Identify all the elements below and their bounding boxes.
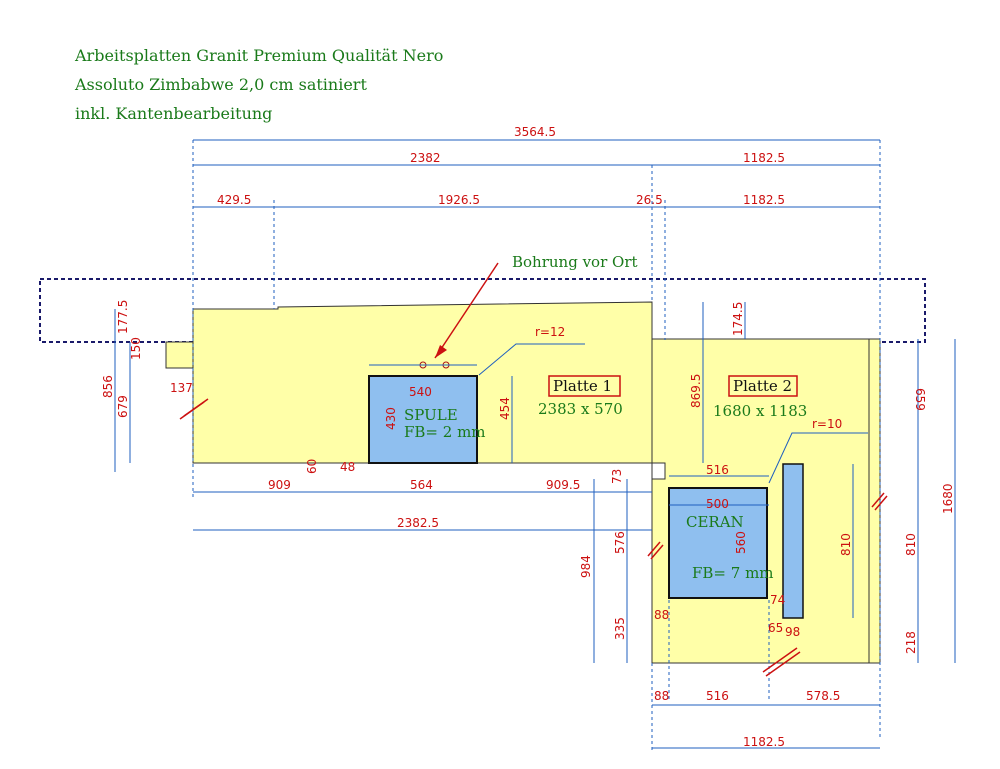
dim-11825-top: 1182.5	[743, 151, 785, 165]
dim-1680: 1680	[941, 483, 955, 514]
dim-265: 26.5	[636, 193, 663, 207]
dim-659: 659	[913, 388, 927, 411]
dim-516-foot: 516	[706, 689, 729, 703]
sink-height: 430	[384, 407, 398, 430]
title-line-3: inkl. Kantenbearbeitung	[75, 104, 273, 123]
left-notch	[165, 341, 194, 369]
drill-label: Bohrung vor Ort	[512, 253, 638, 271]
dim-137: 137	[170, 381, 193, 395]
dim-88-foot: 88	[654, 689, 669, 703]
sink-label: SPULE	[404, 406, 458, 424]
sink-width: 540	[409, 385, 432, 399]
dim-1775: 177.5	[116, 300, 130, 334]
dim-454: 454	[498, 397, 512, 420]
hob-width: 500	[706, 497, 729, 511]
dim-8695: 869.5	[689, 374, 703, 408]
dim-2382: 2382	[410, 151, 441, 165]
dim-150: 150	[129, 337, 143, 360]
dim-909: 909	[268, 478, 291, 492]
title-line-1: Arbeitsplatten Granit Premium Qualität N…	[75, 46, 444, 65]
cut-marks	[179, 398, 888, 677]
wall-outline	[39, 278, 926, 343]
hob-radius: r=10	[812, 417, 842, 431]
dim-5785: 578.5	[806, 689, 840, 703]
dim-88-hob: 88	[654, 608, 669, 622]
plate-2-name: Platte 2	[733, 377, 792, 395]
dim-856: 856	[101, 375, 115, 398]
sink-cutout	[368, 375, 478, 464]
dim-11825-foot: 1182.5	[743, 735, 785, 749]
title-line-2: Assoluto Zimbabwe 2,0 cm satiniert	[75, 75, 367, 94]
dim-1745: 174.5	[731, 302, 745, 336]
hob-fb: FB= 7 mm	[692, 564, 774, 582]
dim-810-a: 810	[839, 533, 853, 556]
plate-2-size: 1680 x 1183	[713, 402, 807, 420]
dim-48: 48	[340, 460, 355, 474]
side-strip	[782, 463, 804, 619]
plate-1-size: 2383 x 570	[538, 400, 623, 418]
dim-4295: 429.5	[217, 193, 251, 207]
dim-74: 74	[770, 593, 785, 607]
dim-516-hob: 516	[706, 463, 729, 477]
dim-19265: 1926.5	[438, 193, 480, 207]
sink-radius: r=12	[535, 325, 565, 339]
hob-height: 560	[734, 531, 748, 554]
dim-9095: 909.5	[546, 478, 580, 492]
dim-218: 218	[904, 631, 918, 654]
dim-679: 679	[116, 395, 130, 418]
plate-1-name: Platte 1	[553, 377, 612, 395]
hob-cutout	[668, 487, 768, 599]
dim-65: 65	[768, 621, 783, 635]
dim-total: 3564.5	[514, 125, 556, 139]
dim-810-b: 810	[904, 533, 918, 556]
dim-60: 60	[305, 459, 319, 474]
dim-73: 73	[610, 469, 624, 484]
sink-fb: FB= 2 mm	[404, 423, 486, 441]
dim-576: 576	[613, 531, 627, 554]
dim-335: 335	[613, 617, 627, 640]
countertop-surface	[192, 301, 881, 664]
dim-11825-b: 1182.5	[743, 193, 785, 207]
dim-98: 98	[785, 625, 800, 639]
dim-564: 564	[410, 478, 433, 492]
hob-label: CERAN	[686, 513, 744, 531]
dim-984: 984	[579, 555, 593, 578]
drill-arrow	[434, 262, 499, 359]
dim-23825: 2382.5	[397, 516, 439, 530]
